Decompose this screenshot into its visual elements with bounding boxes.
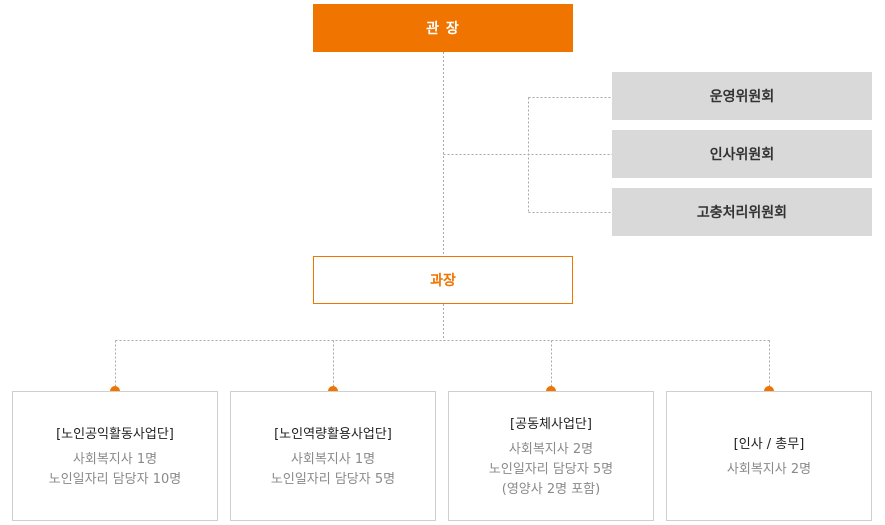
dept-staff-line: 노인일자리 담당자 10명	[48, 471, 182, 487]
dept-title: [공동체사업단]	[510, 416, 592, 432]
dept-title: [노인역량활용사업단]	[274, 426, 392, 442]
dept-title: [인사 / 총무]	[733, 436, 805, 452]
dept-staff-line: 사회복지사 2명	[726, 461, 812, 477]
dept-box-public-activity: [노인공익활동사업단] 사회복지사 1명 노인일자리 담당자 10명	[12, 391, 218, 521]
dept-staff-line: 사회복지사 2명	[508, 441, 594, 457]
dept-staff-line: 사회복지사 1명	[290, 451, 376, 467]
dept-title: [노인공익활동사업단]	[56, 426, 174, 442]
manager-box: 과장	[313, 256, 573, 304]
dept-staff-line: 사회복지사 1명	[72, 451, 158, 467]
dept-staff-line: 노인일자리 담당자 5명	[488, 461, 614, 477]
director-box: 관 장	[313, 4, 573, 52]
dept-staff-line: (영양사 2명 포함)	[501, 481, 601, 497]
committee-personnel-box: 인사위원회	[612, 130, 872, 178]
dept-box-community: [공동체사업단] 사회복지사 2명 노인일자리 담당자 5명 (영양사 2명 포…	[448, 391, 654, 521]
committee-operations-box: 운영위원회	[612, 72, 872, 120]
committee-grievance-box: 고충처리위원회	[612, 188, 872, 236]
dept-box-hr-admin: [인사 / 총무] 사회복지사 2명	[666, 391, 872, 521]
dept-staff-line: 노인일자리 담당자 5명	[270, 471, 396, 487]
dept-box-capacity: [노인역량활용사업단] 사회복지사 1명 노인일자리 담당자 5명	[230, 391, 436, 521]
